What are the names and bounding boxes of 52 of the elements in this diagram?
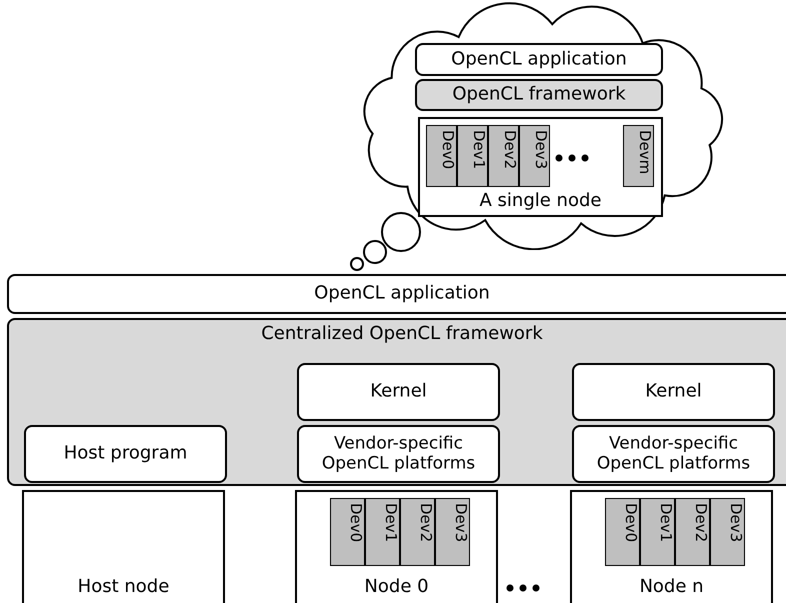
device-label: Dev0 [438, 130, 456, 170]
device-label: Dev2 [691, 503, 709, 542]
device-label: Dev3 [726, 503, 744, 542]
device-box [400, 498, 435, 566]
layer-box [7, 274, 786, 314]
box-label: OpenCL framework [451, 84, 627, 106]
machine-box [22, 490, 225, 603]
box-label: Kernel [369, 382, 428, 402]
layer-box [572, 425, 775, 483]
device-box [710, 498, 745, 566]
box-label: Host node [76, 577, 170, 598]
machine-box [295, 490, 498, 603]
device-box [426, 125, 457, 187]
box-label: Vendor-specific OpenCL platforms [320, 434, 476, 474]
device-box [457, 125, 488, 187]
device-box [605, 498, 640, 566]
device-box [435, 498, 470, 566]
box-label: A single node [478, 191, 602, 212]
layer-box [24, 425, 227, 483]
layer-box [415, 43, 663, 76]
device-label: Dev3 [451, 503, 469, 542]
device-box [640, 498, 675, 566]
framework-panel [415, 79, 663, 111]
box-label: Vendor-specific OpenCL platforms [596, 434, 752, 474]
device-label: Dev2 [416, 503, 434, 542]
device-box [623, 125, 654, 187]
machine-box [418, 117, 663, 217]
device-label: Dev0 [346, 503, 364, 542]
box-label: Centralized OpenCL framework [260, 324, 544, 345]
layer-box [297, 363, 500, 421]
layer-box [297, 425, 500, 483]
box-label: Node n [638, 577, 705, 598]
device-box [330, 498, 365, 566]
box-label: Node 0 [363, 577, 430, 598]
device-box [488, 125, 519, 187]
device-label: Dev1 [469, 130, 487, 170]
device-label: Devm [635, 130, 653, 174]
device-box [519, 125, 550, 187]
layer-box [572, 363, 775, 421]
box-label: Host program [62, 444, 188, 464]
device-box [365, 498, 400, 566]
box-label: OpenCL application [450, 49, 628, 70]
device-box [675, 498, 710, 566]
device-label: Dev3 [531, 130, 549, 170]
framework-panel [7, 318, 786, 486]
device-label: Dev1 [381, 503, 399, 542]
machine-box [570, 490, 773, 603]
box-label: OpenCL application [313, 284, 491, 304]
box-label: Kernel [644, 382, 703, 402]
device-label: Dev0 [621, 503, 639, 542]
device-label: Dev1 [656, 503, 674, 542]
device-label: Dev2 [500, 130, 518, 170]
